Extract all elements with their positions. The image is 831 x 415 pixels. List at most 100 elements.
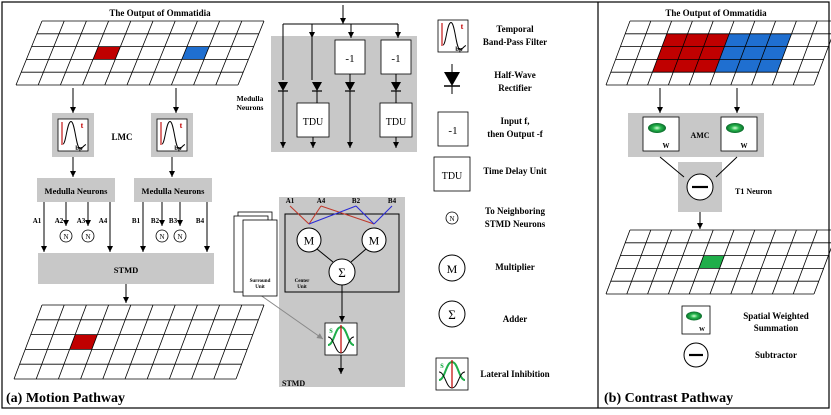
tdu-box — [296, 102, 330, 138]
contrast-grid-title: The Output of Ommatidia — [665, 8, 767, 18]
neighbor-glyph: N — [85, 233, 90, 241]
port-label: A2 — [55, 217, 64, 225]
wire-blue — [373, 205, 393, 225]
grid-line — [605, 229, 631, 295]
grid-line — [792, 229, 818, 295]
bp-text: bp — [455, 46, 463, 53]
neg-label: -1 — [391, 53, 400, 65]
motion-panel-label: (a) Motion Pathway — [6, 391, 125, 406]
legend-text-line1: To Neighboring — [485, 206, 545, 216]
stmd-detail-label: STMD — [282, 379, 305, 388]
bp-curve — [62, 121, 87, 149]
grid-line — [668, 229, 693, 295]
grid-cell-colored — [766, 33, 792, 47]
legend-neighbor-glyph: N — [449, 215, 454, 223]
grid-line — [58, 304, 87, 380]
surround-label-1: Surround — [250, 279, 271, 284]
multiplier-node — [361, 227, 387, 253]
neg-box — [380, 39, 412, 75]
surround-arrow — [255, 291, 324, 340]
grid-line — [626, 20, 652, 86]
grid-line — [730, 229, 756, 295]
legend-text-line2: then Output -f — [487, 129, 544, 139]
medulla-detail-label-2: Neurons — [237, 103, 264, 112]
ommatidia-grid-top — [15, 20, 265, 86]
grid-line — [82, 20, 109, 86]
grid-line — [668, 20, 693, 86]
port-label: B2 — [151, 217, 160, 225]
lmc-box-right: tbp — [151, 113, 193, 157]
legend-subtractor-text: Subtractor — [755, 350, 797, 360]
grid-line — [148, 20, 176, 86]
amc-label: AMC — [690, 131, 709, 140]
grid-cell-colored — [93, 46, 121, 60]
center-label-1: Center — [295, 279, 310, 284]
port-label: B3 — [169, 217, 178, 225]
grid-line — [171, 20, 198, 86]
amc-w-left: W — [663, 142, 670, 150]
grid-line — [647, 20, 672, 86]
grid-line — [237, 20, 265, 86]
rectifier — [312, 82, 322, 91]
legend-spatial-w: W — [699, 327, 705, 333]
grid-line — [772, 20, 797, 86]
surround-label-2: Unit — [255, 285, 265, 290]
medulla-detail-label-1: Medulla — [237, 94, 264, 103]
stmd-port-label: A4 — [317, 197, 326, 205]
tdu-label: TDU — [303, 117, 324, 128]
wire — [316, 248, 334, 263]
grid-line — [60, 20, 87, 86]
grid-line — [730, 20, 756, 86]
port-label: A1 — [33, 217, 42, 225]
motion-grid-title: The Output of Ommatidia — [109, 8, 211, 18]
grid-line — [35, 304, 65, 380]
grid-cell-colored — [745, 33, 771, 47]
wire-red — [308, 205, 322, 225]
legend-neg-icon — [437, 111, 469, 147]
neighbor-glyph: N — [177, 233, 182, 241]
tdu-label: TDU — [386, 117, 407, 128]
neighbor-node — [173, 229, 187, 243]
amc-w-right: W — [741, 142, 748, 150]
contrast-grid-bottom — [605, 229, 831, 295]
legend-text-line1: Half-Wave — [494, 70, 536, 80]
grid-line — [751, 229, 776, 295]
legend-tdu-icon — [433, 156, 471, 192]
grid-cell-colored — [694, 59, 720, 73]
grid-line — [235, 304, 265, 380]
grid-line — [124, 304, 154, 380]
amc-weight-right — [720, 116, 758, 152]
grid-cell-colored — [724, 33, 750, 47]
neighbor-node — [59, 229, 73, 243]
legend-text-line1: Time Delay Unit — [483, 166, 546, 176]
grid-cell-colored — [703, 33, 730, 47]
grid-line — [688, 229, 714, 295]
grid-line — [709, 229, 735, 295]
li-s: s — [440, 360, 444, 370]
grid-cell-colored — [761, 46, 787, 60]
port-label: B1 — [132, 217, 141, 225]
grid-line — [102, 304, 132, 380]
bp-t: t — [461, 22, 464, 31]
legend-spatial-weighted — [681, 305, 711, 335]
grid-cell-colored — [662, 33, 688, 47]
tdu-box — [379, 102, 413, 138]
grid-line — [792, 20, 818, 86]
port-label: B4 — [196, 217, 205, 225]
legend-text-line1: Multiplier — [495, 262, 535, 272]
legend-multiplier-icon — [438, 254, 466, 282]
legend-text-line2: Rectifier — [498, 83, 531, 93]
stmd-port-label: A1 — [286, 197, 295, 205]
grid-cell-colored — [673, 59, 699, 73]
grid-cell-colored — [735, 59, 762, 73]
bp-text: bp — [75, 145, 83, 152]
medulla-box-right — [134, 178, 212, 202]
neighbor-glyph: N — [159, 233, 164, 241]
rectifier — [345, 82, 355, 91]
